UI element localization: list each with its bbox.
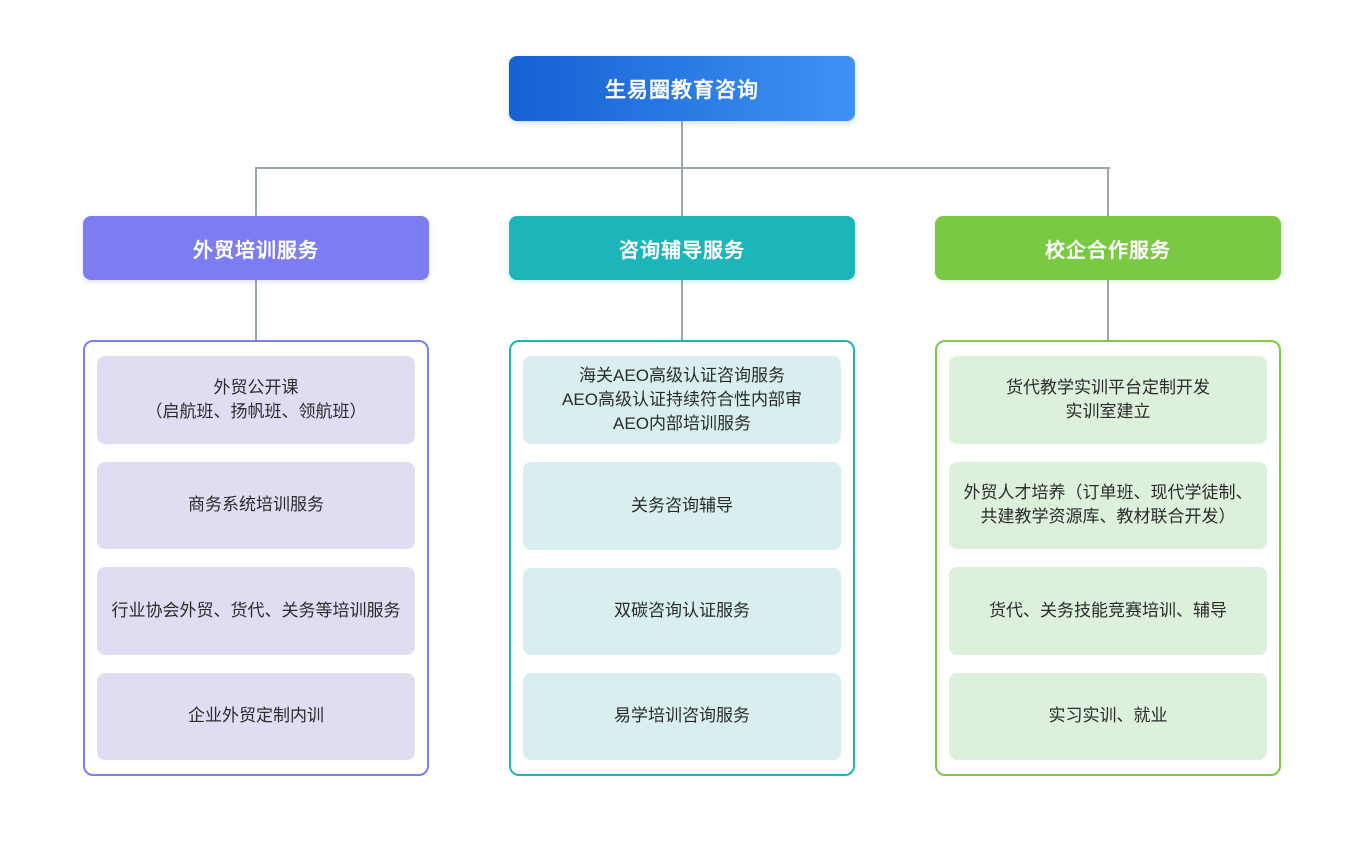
category-header-waimao-peixun[interactable]: 外贸培训服务	[83, 216, 429, 280]
service-item[interactable]: 行业协会外贸、货代、关务等培训服务	[97, 567, 415, 655]
category-header-label: 咨询辅导服务	[619, 239, 745, 262]
item-container-zixun-fudao: 海关AEO高级认证咨询服务 AEO高级认证持续符合性内部审 AEO内部培训服务 …	[509, 340, 855, 776]
root-node-label: 生易圈教育咨询	[605, 78, 759, 102]
category-header-label: 外贸培训服务	[193, 239, 319, 262]
category-header-label: 校企合作服务	[1045, 239, 1171, 262]
service-item[interactable]: 外贸人才培养（订单班、现代学徒制、共建教学资源库、教材联合开发）	[949, 461, 1267, 549]
service-item[interactable]: 关务咨询辅导	[523, 462, 841, 550]
item-container-waimao-peixun: 外贸公开课 （启航班、扬帆班、领航班） 商务系统培训服务 行业协会外贸、货代、关…	[83, 340, 429, 776]
service-item[interactable]: 货代、关务技能竞赛培训、辅导	[949, 567, 1267, 655]
connector-branch-center	[681, 167, 683, 217]
service-item[interactable]: 海关AEO高级认证咨询服务 AEO高级认证持续符合性内部审 AEO内部培训服务	[523, 356, 841, 445]
category-header-zixun-fudao[interactable]: 咨询辅导服务	[509, 216, 855, 280]
item-container-xiaoqi-hezuo: 货代教学实训平台定制开发 实训室建立 外贸人才培养（订单班、现代学徒制、共建教学…	[935, 340, 1281, 776]
connector-branch-right	[1107, 167, 1109, 217]
connector-branch-left	[255, 167, 257, 217]
category-header-xiaoqi-hezuo[interactable]: 校企合作服务	[935, 216, 1281, 280]
root-node[interactable]: 生易圈教育咨询	[509, 56, 855, 121]
service-item[interactable]: 货代教学实训平台定制开发 实训室建立	[949, 356, 1267, 444]
connector-header-to-items-left	[255, 280, 257, 340]
connector-horizontal-bus	[256, 167, 1110, 169]
service-item[interactable]: 易学培训咨询服务	[523, 672, 841, 760]
service-item[interactable]: 企业外贸定制内训	[97, 672, 415, 760]
connector-header-to-items-right	[1107, 280, 1109, 340]
service-item[interactable]: 商务系统培训服务	[97, 461, 415, 549]
service-item[interactable]: 双碳咨询认证服务	[523, 567, 841, 655]
connector-header-to-items-center	[681, 280, 683, 340]
connector-root-vertical	[681, 121, 683, 168]
service-item[interactable]: 实习实训、就业	[949, 672, 1267, 760]
service-item[interactable]: 外贸公开课 （启航班、扬帆班、领航班）	[97, 356, 415, 444]
